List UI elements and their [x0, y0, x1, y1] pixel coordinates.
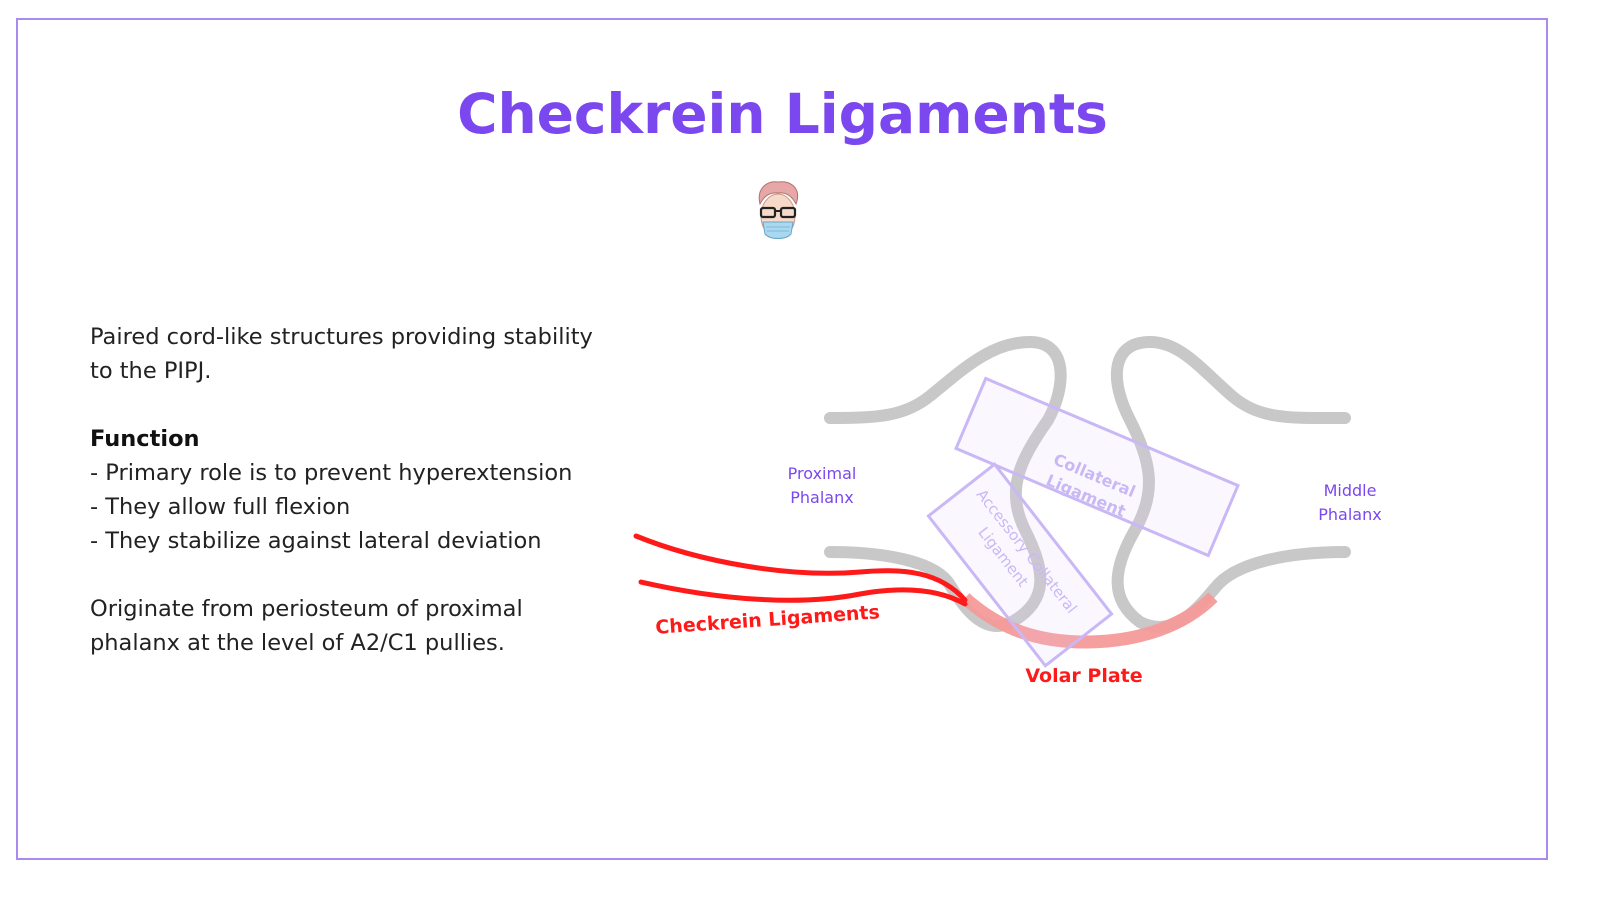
checkrein-ligament-lower	[638, 579, 968, 607]
slide-title: Checkrein Ligaments	[457, 82, 1108, 146]
collateral-ligament-box	[954, 376, 1240, 558]
checkrein-ligament-upper	[633, 533, 968, 603]
accessory-collateral-ligament-box	[926, 462, 1114, 668]
pipj-diagram: Proximal Phalanx Middle Phalanx Collater…	[633, 335, 1382, 687]
middle-phalanx-bone	[1110, 335, 1351, 633]
function-item-3: - They stabilize against lateral deviati…	[90, 528, 542, 554]
middle-phalanx-label-2: Phalanx	[1318, 505, 1381, 524]
volar-plate	[960, 592, 1218, 649]
function-item-2: - They allow full flexion	[90, 494, 351, 520]
middle-phalanx-label: Middle	[1324, 481, 1377, 500]
doctor-avatar-icon	[746, 178, 810, 248]
function-heading: Function	[90, 426, 200, 452]
proximal-phalanx-label-2: Phalanx	[790, 488, 853, 507]
volar-plate-label: Volar Plate	[1025, 665, 1142, 687]
proximal-phalanx-label: Proximal	[788, 464, 857, 483]
function-item-1: - Primary role is to prevent hyperextens…	[90, 460, 573, 486]
intro-text: Paired cord-like structures providing st…	[90, 324, 593, 384]
origin-text: Originate from periosteum of proximal ph…	[90, 596, 523, 656]
checkrein-ligaments-label: Checkrein Ligaments	[655, 601, 881, 639]
slide-frame	[16, 18, 1548, 860]
description-text: Paired cord-like structures providing st…	[90, 320, 610, 660]
